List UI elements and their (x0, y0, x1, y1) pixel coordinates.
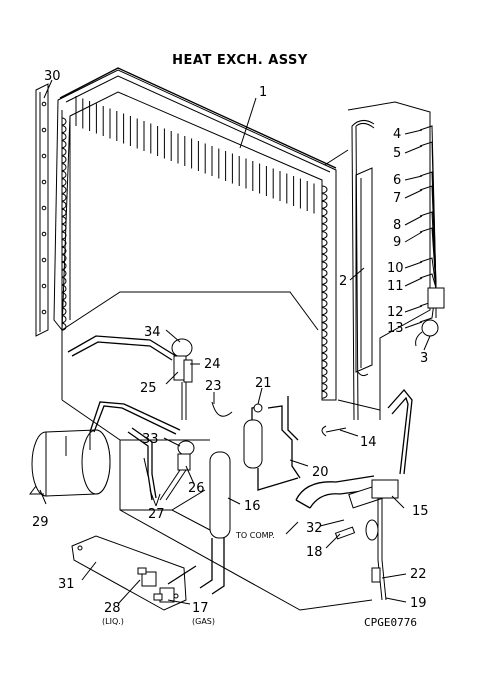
label-part-6: 6 (393, 173, 401, 188)
label-part-11: 11 (387, 279, 404, 294)
label-part-30: 30 (44, 69, 61, 84)
muffler-assembly (199, 396, 301, 595)
label-part-31: 31 (58, 577, 75, 592)
label-part-19: 19 (410, 596, 427, 611)
leader-lines (39, 79, 431, 605)
label-part-4: 4 (393, 127, 401, 142)
diagram-title: HEAT EXCH. ASSY (172, 53, 308, 68)
muffler-16 (209, 451, 231, 539)
label-part-7: 7 (393, 191, 401, 206)
side-plate-left (35, 83, 49, 337)
label-part-26: 26 (188, 481, 205, 496)
drawing-code: CPGE0776 (364, 616, 417, 629)
label-part-20: 20 (312, 465, 329, 480)
coil-fins (61, 96, 328, 399)
label-part-21: 21 (255, 376, 272, 391)
label-part-12: 12 (387, 305, 404, 320)
label-part-2: 2 (339, 274, 347, 289)
label-part-24: 24 (204, 357, 221, 372)
label-part-16: 16 (244, 499, 261, 514)
label-part-27: 27 (148, 507, 165, 522)
label-part-22: 22 (410, 567, 427, 582)
label-part-23: 23 (205, 379, 222, 394)
heat-exchanger-coil (53, 67, 337, 401)
service-valve-plate (71, 535, 197, 611)
distributor-tube-bundle (351, 120, 445, 421)
valve-assembly-middle (127, 427, 195, 501)
label-liquid: (LIQ.) (102, 617, 124, 626)
valve-assembly-top (67, 335, 193, 420)
label-part-9: 9 (393, 235, 401, 250)
label-part-3: 3 (420, 351, 428, 366)
label-part-29: 29 (32, 515, 49, 530)
part-labels: 1 30 4 5 6 7 8 9 10 11 12 13 3 2 34 24 2… (32, 69, 429, 626)
label-part-18: 18 (306, 545, 323, 560)
label-part-5: 5 (393, 146, 401, 161)
label-part-33: 33 (142, 432, 159, 447)
suction-pipe (295, 475, 375, 509)
accumulator-tank (29, 401, 181, 497)
to-compressor-note: TO COMP. (235, 531, 275, 540)
label-part-8: 8 (393, 218, 401, 233)
label-part-34: 34 (144, 325, 161, 340)
valve-assembly-right (321, 388, 413, 601)
label-part-25: 25 (140, 381, 157, 396)
label-part-32: 32 (306, 521, 323, 536)
label-part-13: 13 (387, 321, 404, 336)
label-part-10: 10 (387, 261, 404, 276)
label-part-14: 14 (360, 435, 377, 450)
label-part-1: 1 (259, 85, 267, 100)
label-part-17: 17 (192, 601, 209, 616)
label-gas: (GAS) (192, 617, 215, 626)
label-part-28: 28 (104, 601, 121, 616)
side-plate-right (355, 167, 373, 377)
label-part-15: 15 (412, 504, 429, 519)
